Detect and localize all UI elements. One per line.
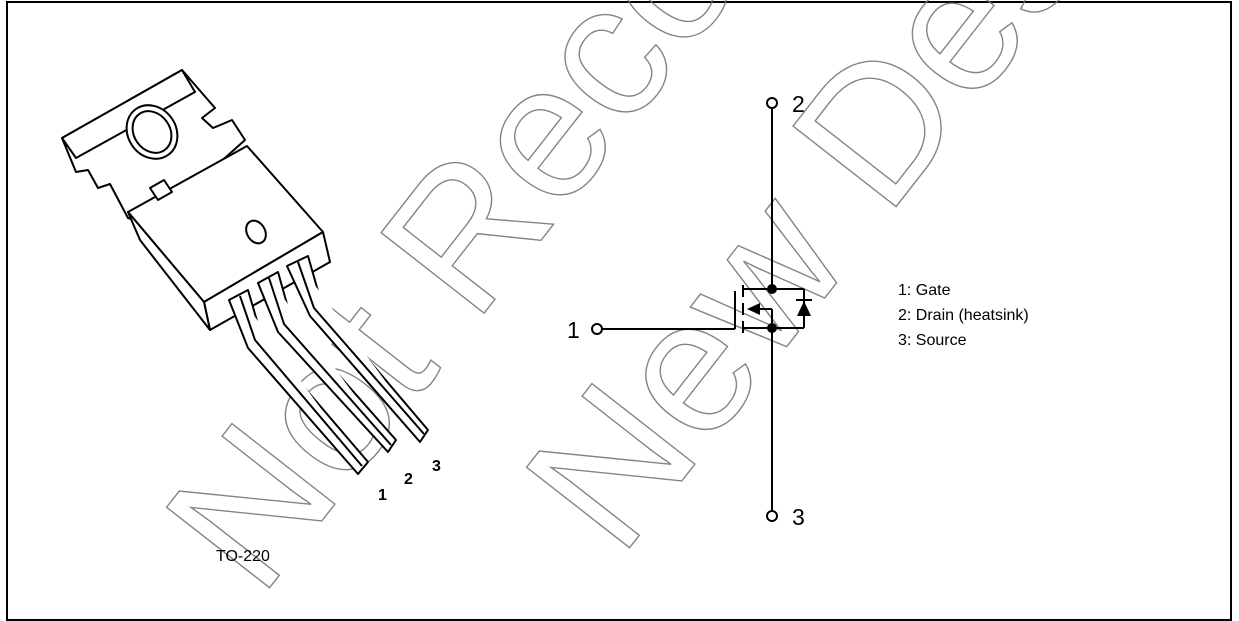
watermark: Not Recommended for New Design bbox=[125, 0, 1239, 612]
legend-gate: 1: Gate bbox=[898, 282, 951, 299]
tab-top-face bbox=[61, 69, 196, 159]
legend-source: 3: Source bbox=[898, 332, 967, 349]
schematic-source-number: 3 bbox=[792, 504, 805, 530]
package-name: TO-220 bbox=[216, 548, 270, 565]
mosfet-schematic bbox=[591, 97, 812, 522]
diode-symbol bbox=[797, 301, 811, 316]
drain-terminal bbox=[766, 97, 778, 109]
lead-3 bbox=[286, 255, 429, 443]
mosfet-filled-parts bbox=[747, 284, 811, 333]
package-pin-3-label: 3 bbox=[432, 458, 441, 475]
to220-package-drawing bbox=[61, 69, 429, 475]
package-pin-1-label: 1 bbox=[378, 487, 387, 504]
gate-terminal bbox=[591, 323, 603, 335]
body-dimple bbox=[245, 219, 267, 245]
source-terminal bbox=[766, 510, 778, 522]
lead-2 bbox=[257, 271, 397, 453]
junction-dot-drain bbox=[767, 284, 777, 294]
pin-legend: 1: Gate 2: Drain (heatsink) 3: Source bbox=[898, 282, 1029, 349]
junction-dot-source bbox=[767, 323, 777, 333]
package-pin-2-label: 2 bbox=[404, 471, 413, 488]
schematic-gate-number: 1 bbox=[567, 317, 580, 343]
body-arrow bbox=[747, 303, 760, 315]
legend-drain: 2: Drain (heatsink) bbox=[898, 307, 1029, 324]
schematic-drain-number: 2 bbox=[792, 91, 805, 117]
lead-1 bbox=[228, 289, 369, 475]
